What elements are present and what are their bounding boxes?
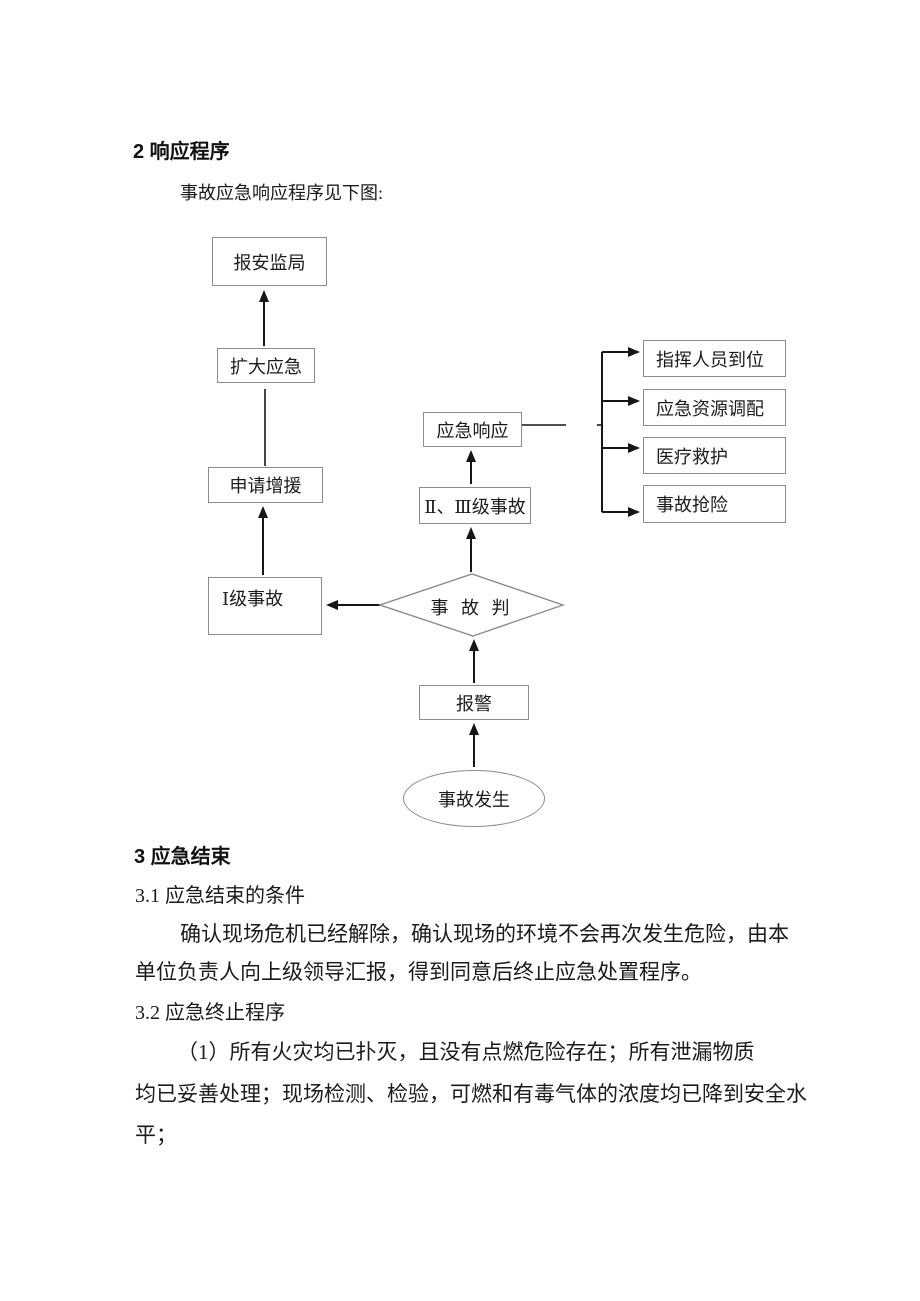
node-resource-allocation: 应急资源调配 [643, 389, 786, 426]
node-command-in-place: 指挥人员到位 [643, 340, 786, 377]
section2-intro: 事故应急响应程序见下图: [180, 183, 383, 203]
node-level23-accident: Ⅱ、Ⅲ级事故 [419, 487, 531, 524]
section2-heading: 2 响应程序 [133, 141, 230, 163]
para-3-1-line-1: 确认现场危机已经解除，确认现场的环境不会再次发生危险，由本 [180, 922, 789, 946]
para-3-2-line-1: （1）所有火灾均已扑灭，且没有点燃危险存在；所有泄漏物质 [177, 1040, 755, 1064]
node-accident-occurs: 事故发生 [403, 770, 545, 827]
sub-3-1-title: 3.1 应急结束的条件 [135, 885, 305, 907]
node-expand-emergency: 扩大应急 [217, 348, 315, 383]
section3-heading: 3 应急结束 [134, 846, 231, 868]
node-request-reinforcement: 申请增援 [208, 467, 323, 503]
node-medical-rescue: 医疗救护 [643, 437, 786, 474]
node-accident-rescue: 事故抢险 [643, 485, 786, 523]
sub-3-2-title: 3.2 应急终止程序 [135, 1002, 285, 1024]
node-report-bureau: 报安监局 [212, 237, 327, 286]
node-level1-accident: Ⅰ级事故 [208, 577, 322, 635]
diamond-accident-judge-shape [377, 573, 566, 637]
node-emergency-response: 应急响应 [423, 412, 522, 447]
para-3-2-line-3: 平； [135, 1123, 177, 1147]
para-3-1-line-2: 单位负责人向上级领导汇报，得到同意后终止应急处置程序。 [135, 960, 702, 984]
diamond-accident-judge-label: 事 故 判 [430, 598, 514, 618]
para-3-2-line-2: 均已妥善处理；现场检测、检验，可燃和有毒气体的浓度均已降到安全水 [135, 1082, 807, 1106]
node-alarm: 报警 [419, 685, 529, 720]
